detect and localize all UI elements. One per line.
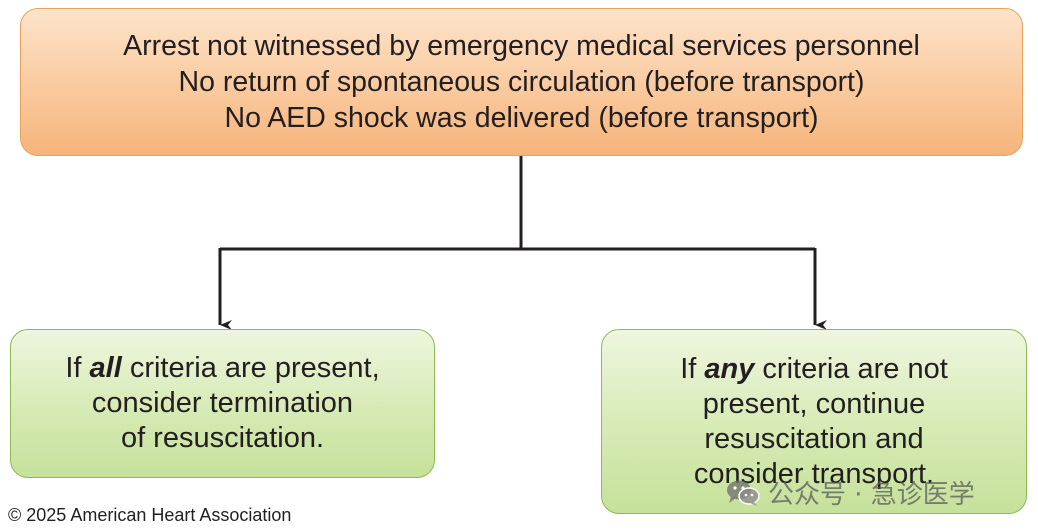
emphasis-any: any: [704, 352, 755, 385]
criteria-line-3: No AED shock was delivered (before trans…: [224, 102, 819, 134]
emphasis-all: all: [89, 352, 122, 384]
text-criteria-not: criteria are not: [754, 352, 948, 385]
any-criteria-line-2: present, continue: [702, 387, 926, 420]
criteria-line-2: No return of spontaneous circulation (be…: [178, 66, 865, 98]
criteria-line-1: Arrest not witnessed by emergency medica…: [123, 30, 920, 62]
any-criteria-line-1: If any criteria are not: [680, 352, 948, 387]
any-criteria-line-3: resuscitation and: [704, 422, 924, 455]
wechat-icon: [727, 480, 760, 506]
all-criteria-line-2: consider termination: [91, 387, 354, 419]
copyright-notice: © 2025 American Heart Association: [8, 505, 292, 525]
all-criteria-line-1: If all criteria are present,: [65, 351, 379, 386]
watermark-text: 公众号 · 急诊医学: [768, 480, 975, 510]
text-if: If: [65, 352, 90, 384]
all-criteria-box: If all criteria are present, consider te…: [10, 329, 435, 478]
all-criteria-line-3: of resuscitation.: [120, 422, 325, 454]
watermark: 公众号 · 急诊医学: [726, 474, 975, 511]
criteria-box: Arrest not witnessed by emergency medica…: [20, 8, 1023, 156]
text-if: If: [680, 352, 705, 385]
text-criteria-present: criteria are present,: [121, 352, 380, 384]
